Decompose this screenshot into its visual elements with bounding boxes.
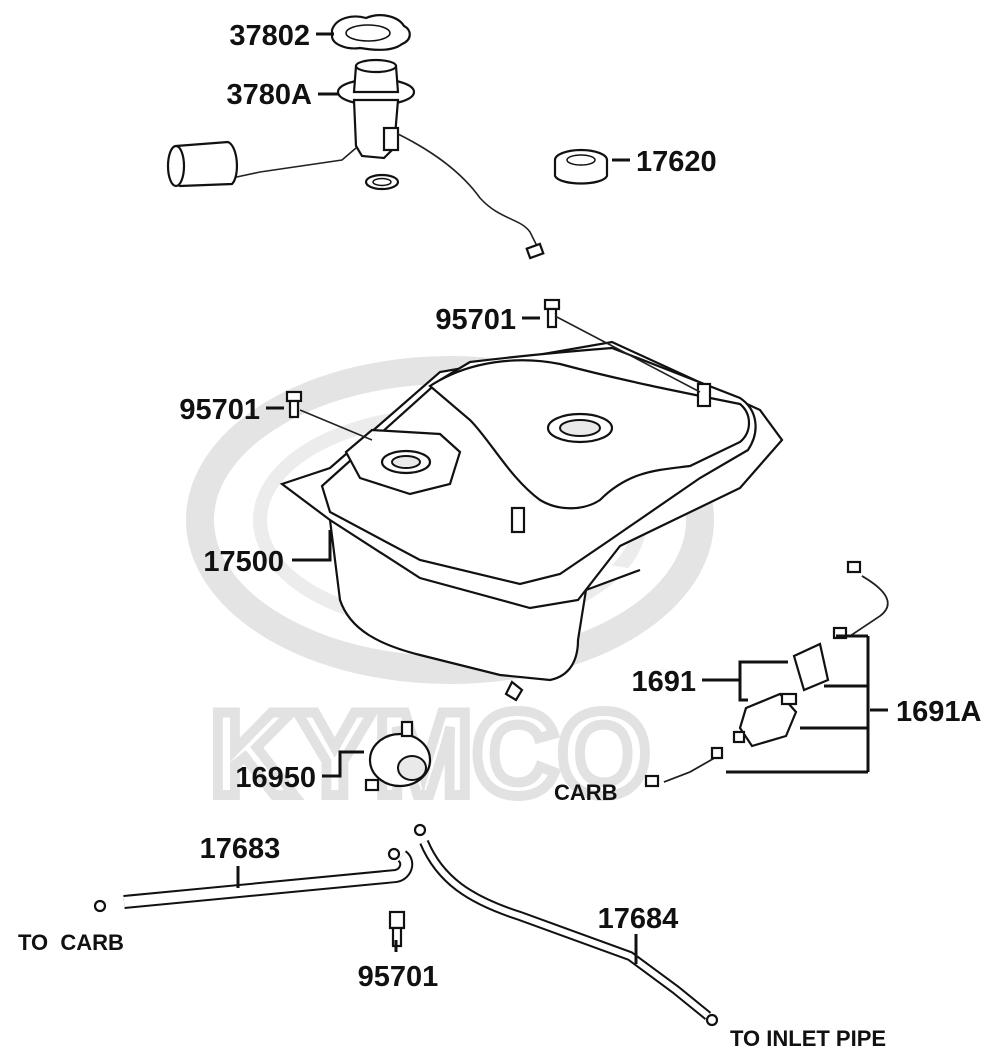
fuel-cap-center — [566, 154, 596, 166]
gasket-inner-ring — [345, 24, 391, 42]
filter-outlet — [780, 692, 798, 706]
fuel-filter-canister — [738, 692, 798, 748]
float-arm — [231, 147, 357, 179]
bolt-top-drawing — [543, 298, 561, 329]
leader-17500 — [292, 530, 332, 562]
hose-17684 — [421, 840, 710, 1019]
label-17620: 17620 — [636, 146, 717, 178]
label-3780A: 3780A — [227, 79, 313, 111]
fuel-valve-cap — [397, 755, 427, 781]
fuel-tank-drawing — [279, 340, 784, 702]
sender-o-ring-inner — [372, 177, 392, 187]
leader-1691 — [702, 660, 788, 702]
label-37802: 37802 — [229, 20, 310, 52]
float-end — [166, 144, 186, 188]
label-95701-top: 95701 — [435, 304, 516, 336]
fuel-valve-outlet — [364, 778, 380, 792]
hose-17683 — [123, 852, 412, 907]
leader-16950 — [322, 750, 364, 778]
bolt-top-head — [543, 298, 561, 311]
note-to-carb: TO CARB — [18, 930, 124, 955]
label-95701-bottom: 95701 — [358, 961, 439, 993]
label-17683: 17683 — [200, 833, 281, 865]
wire-connector — [525, 242, 545, 260]
label-1691A: 1691A — [896, 696, 982, 728]
filter-hose-upper-outline — [849, 575, 889, 637]
hose-17684-clip-bottom — [705, 1013, 719, 1027]
filter-hose-upper — [849, 575, 889, 637]
tank-outlet — [504, 680, 524, 702]
bolt-top-leader — [554, 315, 701, 393]
tank-bolt-right — [696, 382, 712, 408]
sender-cap-top — [354, 58, 398, 74]
bolt-left-drawing — [285, 390, 303, 419]
fuel-gauge-unit-drawing — [166, 14, 545, 260]
hose-17684-clip-top — [413, 823, 427, 837]
leader-1691A — [726, 634, 888, 774]
bolt-left-head — [285, 390, 303, 403]
hose-17684-drawing — [413, 823, 719, 1027]
filter-foam-sleeve — [792, 642, 830, 692]
label-17684: 17684 — [598, 903, 679, 935]
label-95701-left: 95701 — [179, 394, 260, 426]
tank-bolt-front — [510, 506, 526, 534]
filter-inlet — [732, 730, 746, 744]
hose-clip-top — [846, 560, 862, 574]
fuel-filter-drawing — [644, 560, 889, 788]
bolt-top-shank — [546, 307, 558, 329]
fuel-cap-body — [553, 160, 609, 185]
fuel-valve-inlet — [400, 720, 414, 738]
sender-o-ring — [364, 173, 400, 191]
hose-clip-mid — [832, 626, 848, 640]
label-1691: 1691 — [631, 666, 696, 698]
fuel-valve-drawing — [364, 720, 432, 792]
bolt-left-shank — [288, 399, 300, 419]
hose-17683-clip-right — [387, 847, 401, 861]
label-17500: 17500 — [203, 546, 284, 578]
carb-hose — [663, 755, 719, 783]
note-to-inlet-pipe: TO INLET PIPE — [730, 1026, 886, 1051]
gasket-37802 — [330, 14, 411, 51]
fuel-cap-drawing — [553, 148, 609, 185]
note-carb: CARB — [554, 780, 618, 805]
hose-17683-drawing — [93, 847, 414, 913]
tank-sender-hole — [391, 455, 421, 469]
sender-connector — [382, 126, 400, 152]
bolt-bottom-head — [388, 910, 406, 930]
hose-clip-carb-lower — [644, 774, 660, 788]
leader-lines — [236, 32, 888, 964]
label-16950: 16950 — [235, 762, 316, 794]
sender-wire — [397, 133, 541, 253]
hose-clip-carb-upper — [710, 746, 724, 760]
hose-17683-clip-left — [93, 899, 107, 913]
tank-filler-opening — [559, 419, 601, 437]
bolt-left-leader — [299, 409, 373, 441]
